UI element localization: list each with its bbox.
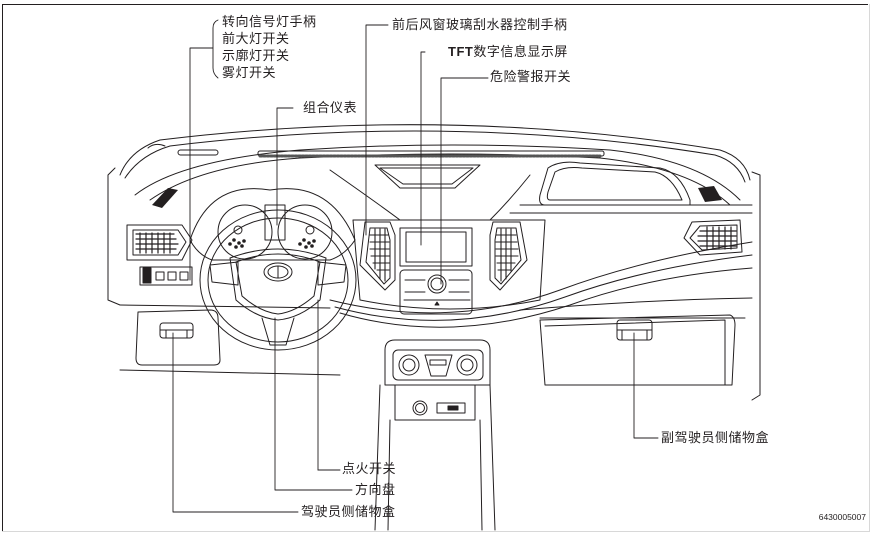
label-wiper-control: 前后风窗玻璃刮水器控制手柄 [392, 18, 568, 33]
leader-driver-storage [172, 332, 299, 513]
label-driver-storage-box: 驾驶员侧储物盒 [301, 505, 396, 520]
defroster-grille [177, 149, 605, 158]
label-position-light-switch: 示廓灯开关 [222, 49, 290, 64]
leader-turn-signal-group [189, 19, 219, 281]
leader-steering [274, 317, 353, 491]
passenger-glovebox [539, 314, 736, 386]
frame-right-edge [869, 4, 870, 532]
figure-frame [2, 4, 868, 531]
center-right-air-vent [489, 221, 528, 291]
leader-cluster [276, 107, 294, 226]
brand-logo [263, 262, 293, 282]
leader-passenger-storage [633, 332, 659, 439]
leader-wiper [365, 24, 389, 236]
left-switch-panel [139, 266, 193, 286]
passenger-upper-panel [509, 161, 753, 214]
usb-aux-port [436, 402, 466, 414]
leader-tft [420, 51, 426, 246]
label-tft-display: TFT数字信息显示屏 [448, 44, 568, 60]
steering-wheel [199, 209, 357, 351]
driver-storage-box [119, 309, 341, 376]
lower-dash-contours [119, 241, 753, 328]
label-tft-prefix: TFT [448, 44, 474, 59]
hazard-knob [427, 274, 447, 294]
figure-code: 6430005007 [818, 512, 866, 522]
instrument-cluster [189, 188, 356, 261]
dashboard-top-outline [107, 124, 761, 401]
label-fog-light-switch: 雾灯开关 [222, 66, 277, 81]
frame-bottom-edge [2, 531, 870, 532]
label-headlight-switch: 前大灯开关 [222, 32, 290, 47]
label-steering-wheel: 方向盘 [355, 483, 396, 498]
right-side-defog-slot [698, 186, 722, 202]
center-left-air-vent [359, 221, 396, 291]
label-turn-signal-handle: 转向信号灯手柄 [222, 15, 317, 30]
center-top-tray [329, 164, 531, 221]
label-passenger-storage-box: 副驾驶员侧储物盒 [661, 431, 770, 446]
center-console [374, 339, 496, 531]
label-hazard-switch: 危险警报开关 [490, 70, 572, 85]
climate-control-panel [392, 349, 484, 381]
label-instrument-cluster: 组合仪表 [303, 101, 358, 116]
leader-hazard [440, 77, 489, 285]
label-ignition-switch: 点火开关 [342, 462, 397, 477]
tft-display [405, 231, 467, 263]
leader-lines [172, 19, 659, 513]
left-air-vent [126, 224, 193, 261]
label-tft-suffix: 数字信息显示屏 [473, 45, 568, 60]
center-stack [352, 219, 546, 315]
right-air-vent [683, 219, 743, 256]
power-socket [412, 400, 428, 416]
speedometer [277, 204, 333, 260]
left-side-defog-slot [152, 188, 178, 208]
tachometer [217, 204, 273, 260]
